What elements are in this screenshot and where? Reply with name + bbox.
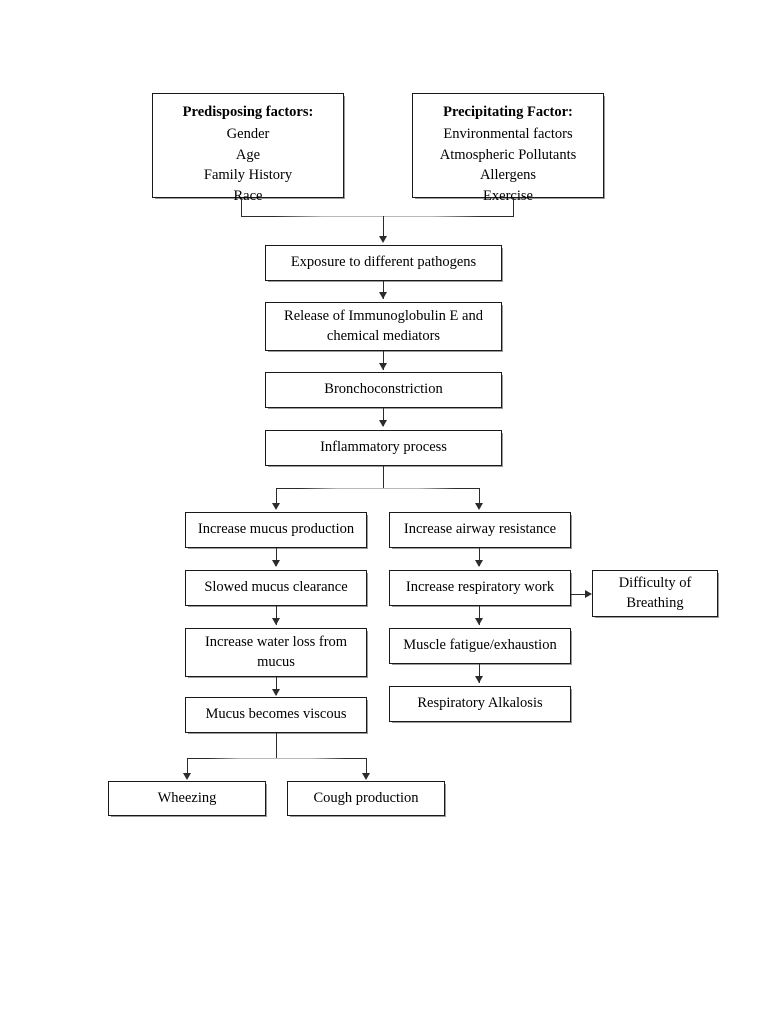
- node-increase-mucus-production[interactable]: Increase mucus production: [185, 512, 367, 548]
- edge-merge-to-exposure: [383, 216, 384, 236]
- arrowhead-to-slowed-clearance: [271, 560, 280, 567]
- edge-inflammatory-split-bar: [276, 488, 480, 489]
- edge-bronchoconstriction-inflammatory: [383, 408, 384, 426]
- node-slowed-mucus-clearance[interactable]: Slowed mucus clearance: [185, 570, 367, 606]
- edge-fatigue-to-alkalosis: [479, 664, 480, 683]
- edge-clearance-to-water-loss: [276, 606, 277, 625]
- node-increase-airway-resistance-label: Increase airway resistance: [403, 521, 557, 538]
- node-respiratory-alkalosis-label: Respiratory Alkalosis: [417, 695, 543, 712]
- edge-inflammatory-split-stem: [383, 466, 384, 488]
- arrowhead-to-bronchoconstriction: [378, 363, 387, 370]
- node-difficulty-of-breathing-label: Difficulty of Breathing: [618, 575, 692, 611]
- precipitating-item-2: Allergens: [479, 167, 537, 184]
- node-slowed-mucus-clearance-label: Slowed mucus clearance: [204, 579, 348, 596]
- precipitating-item-0: Environmental factors: [443, 126, 573, 143]
- arrowhead-to-inflammatory: [378, 420, 387, 427]
- precipitating-heading: Precipitating Factor:: [443, 104, 573, 120]
- arrowhead-to-water-loss: [271, 618, 280, 625]
- edge-mucus-to-clearance: [276, 548, 277, 566]
- node-wheezing[interactable]: Wheezing: [108, 781, 266, 816]
- node-increase-mucus-production-label: Increase mucus production: [197, 521, 355, 538]
- node-mucus-becomes-viscous[interactable]: Mucus becomes viscous: [185, 697, 367, 733]
- arrowhead-to-muscle-fatigue: [474, 618, 483, 625]
- arrowhead-to-wheezing: [182, 773, 191, 780]
- node-difficulty-of-breathing[interactable]: Difficulty of Breathing: [592, 570, 718, 617]
- node-cough-production[interactable]: Cough production: [287, 781, 445, 816]
- node-inflammatory-process[interactable]: Inflammatory process: [265, 430, 502, 466]
- arrowhead-to-respiratory-work: [474, 560, 483, 567]
- node-precipitating-factor[interactable]: Precipitating Factor: Environmental fact…: [412, 93, 604, 204]
- arrowhead-to-airway-resistance: [474, 503, 483, 510]
- node-bronchoconstriction[interactable]: Bronchoconstriction: [265, 372, 502, 408]
- node-release-ige-label: Release of Immunoglobulin E and chemical…: [284, 308, 483, 344]
- node-exposure-label: Exposure to different pathogens: [290, 254, 477, 271]
- node-respiratory-alkalosis[interactable]: Respiratory Alkalosis: [389, 686, 571, 722]
- edge-split-wheezing-drop: [187, 758, 188, 775]
- edge-precipitating-stub: [513, 198, 514, 217]
- edge-merge-bar: [241, 216, 514, 217]
- arrowhead-to-respiratory-alkalosis: [474, 676, 483, 683]
- predisposing-heading: Predisposing factors:: [182, 104, 314, 120]
- node-predisposing-factors[interactable]: Predisposing factors: Gender Age Family …: [152, 93, 344, 204]
- node-muscle-fatigue-label: Muscle fatigue/exhaustion: [403, 637, 557, 654]
- arrowhead-to-increase-mucus: [271, 503, 280, 510]
- precipitating-item-3: Exercise: [483, 187, 533, 204]
- arrowhead-to-exposure: [378, 236, 387, 243]
- node-increase-respiratory-work[interactable]: Increase respiratory work: [389, 570, 571, 606]
- predisposing-item-1: Age: [235, 146, 261, 163]
- node-wheezing-label: Wheezing: [157, 789, 217, 806]
- precipitating-item-1: Atmospheric Pollutants: [439, 146, 577, 163]
- node-increase-airway-resistance[interactable]: Increase airway resistance: [389, 512, 571, 548]
- edge-viscous-split-bar: [187, 758, 366, 759]
- edge-split-cough-drop: [366, 758, 367, 775]
- arrowhead-to-release: [378, 292, 387, 299]
- node-increase-respiratory-work-label: Increase respiratory work: [405, 579, 555, 596]
- edge-viscous-split-stem: [276, 733, 277, 758]
- edge-release-bronchoconstriction: [383, 351, 384, 370]
- predisposing-item-2: Family History: [203, 167, 293, 184]
- node-release-ige[interactable]: Release of Immunoglobulin E and chemical…: [265, 302, 502, 351]
- arrowhead-to-difficulty: [585, 589, 592, 598]
- node-exposure[interactable]: Exposure to different pathogens: [265, 245, 502, 281]
- edge-split-right-drop: [479, 488, 480, 505]
- node-cough-production-label: Cough production: [313, 789, 419, 806]
- node-increase-water-loss[interactable]: Increase water loss from mucus: [185, 628, 367, 677]
- node-inflammatory-process-label: Inflammatory process: [320, 439, 447, 456]
- edge-airway-to-respiratory-work: [479, 548, 480, 566]
- arrowhead-to-viscous: [271, 689, 280, 696]
- node-bronchoconstriction-label: Bronchoconstriction: [324, 381, 443, 398]
- node-increase-water-loss-label: Increase water loss from mucus: [204, 634, 348, 670]
- edge-exposure-release: [383, 281, 384, 299]
- edge-respiratory-work-to-fatigue: [479, 606, 480, 625]
- edge-water-loss-to-viscous: [276, 677, 277, 695]
- arrowhead-to-cough: [361, 773, 370, 780]
- edge-split-left-drop: [276, 488, 277, 505]
- node-muscle-fatigue[interactable]: Muscle fatigue/exhaustion: [389, 628, 571, 664]
- edge-respiratory-work-to-difficulty: [571, 594, 585, 595]
- predisposing-item-3: Race: [233, 187, 263, 204]
- predisposing-item-0: Gender: [226, 126, 270, 143]
- edge-predisposing-stub: [241, 198, 242, 217]
- node-mucus-becomes-viscous-label: Mucus becomes viscous: [205, 706, 347, 723]
